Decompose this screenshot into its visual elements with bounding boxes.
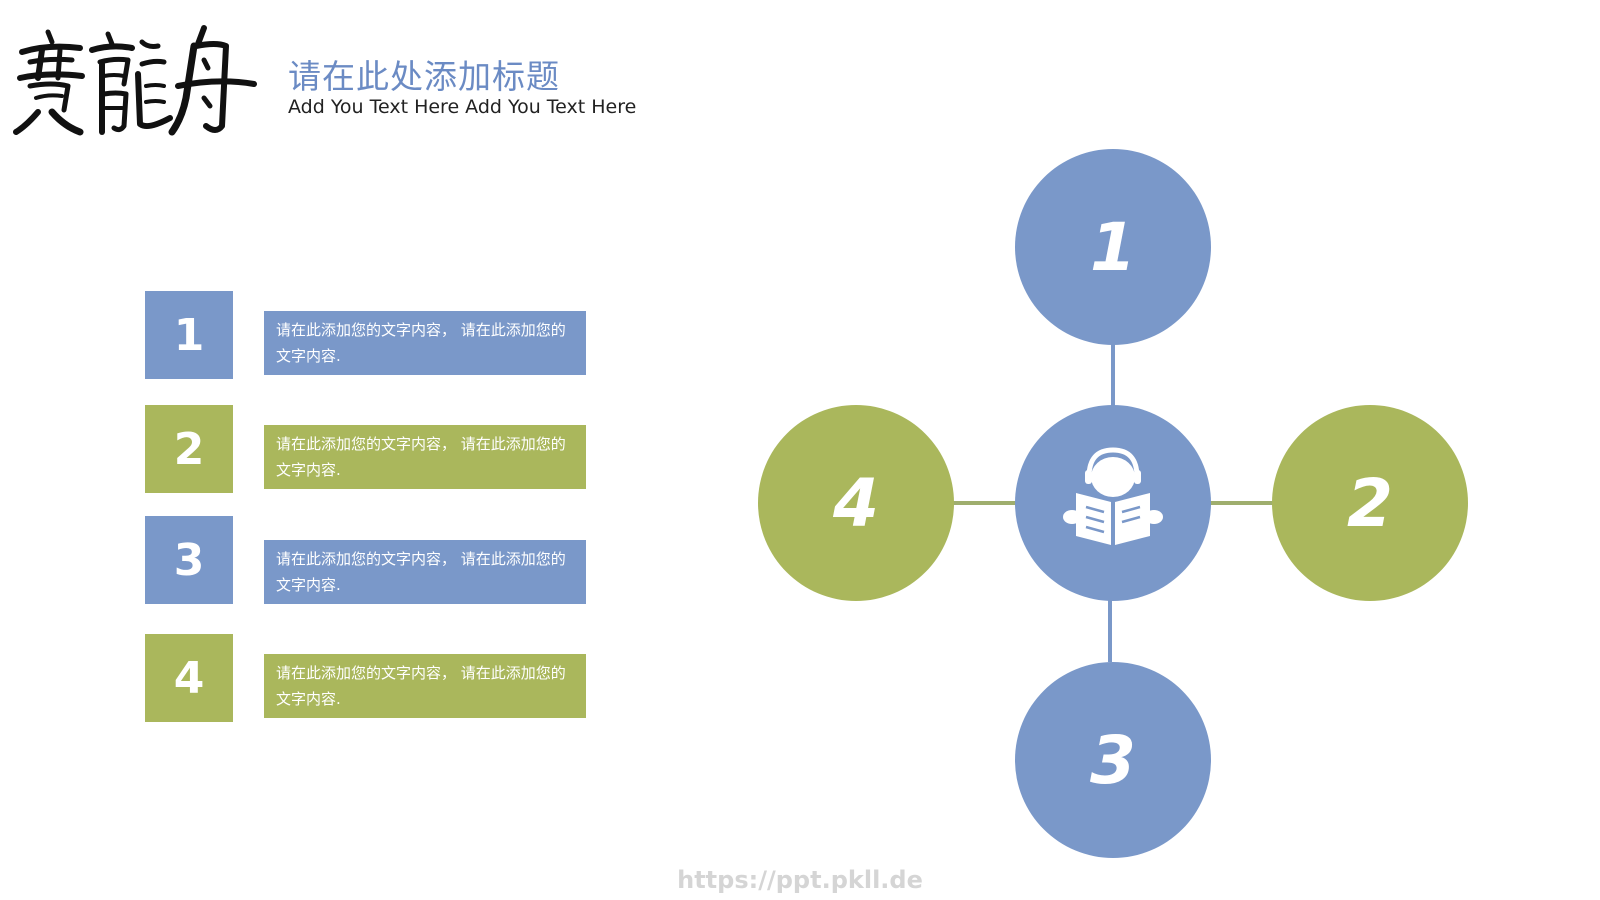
reading-person-icon: [1063, 447, 1163, 545]
node-circle-4: [758, 405, 954, 601]
list-item-text-3: 请在此添加您的文字内容， 请在此添加您的文字内容.: [264, 540, 586, 604]
list-item-number-3: 3: [145, 516, 233, 604]
center-hub-circle: [1015, 405, 1211, 601]
list-item-number-4: 4: [145, 634, 233, 722]
page-subtitle: Add You Text Here Add You Text Here: [288, 96, 637, 118]
node-label-4: 4: [832, 465, 879, 542]
list-item-number-1: 1: [145, 291, 233, 379]
node-circle-1: [1015, 149, 1211, 345]
node-circle-3: [1015, 662, 1211, 858]
node-label-2: 2: [1347, 465, 1393, 542]
list-item-text-4: 请在此添加您的文字内容， 请在此添加您的文字内容.: [264, 654, 586, 718]
watermark-url: https://ppt.pkll.de: [677, 866, 923, 894]
calligraphy-logo: [8, 14, 258, 138]
list-item-text-1: 请在此添加您的文字内容， 请在此添加您的文字内容.: [264, 311, 586, 375]
node-label-1: 1: [1090, 209, 1136, 286]
list-item-number-2: 2: [145, 405, 233, 493]
list-item-text-2: 请在此添加您的文字内容， 请在此添加您的文字内容.: [264, 425, 586, 489]
page-title: 请在此处添加标题: [288, 57, 560, 96]
node-circle-2: [1272, 405, 1468, 601]
node-label-3: 3: [1090, 722, 1136, 799]
